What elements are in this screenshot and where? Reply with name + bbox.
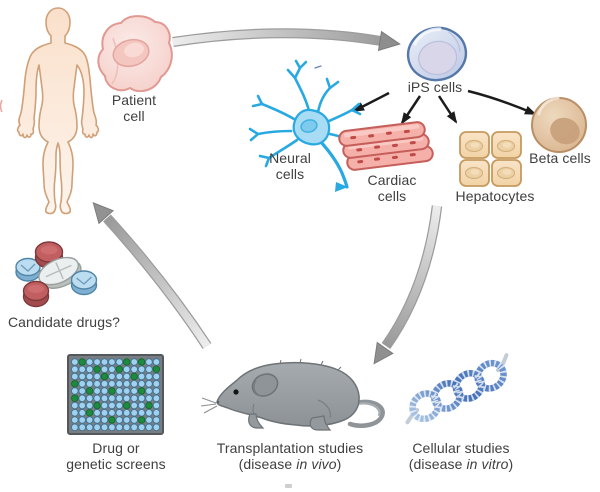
arrow-to-cardiac-cells: [400, 95, 422, 125]
patient-cell-label: Patient cell: [111, 92, 157, 124]
cellular-studies-label: Cellular studies (disease in vitro): [408, 440, 514, 472]
edge-artifact: [0, 99, 3, 113]
candidate-drugs-label: Candidate drugs?: [7, 314, 121, 330]
candidate-drug-pills-icon: [15, 241, 98, 308]
ips-to-studies-arrow: [373, 205, 443, 365]
differentiation-arrows: [352, 89, 537, 125]
drug-screens-label: Drug or genetic screens: [66, 440, 166, 472]
beta-cell-icon: [531, 96, 587, 153]
arrow-to-hepatocytes: [437, 95, 458, 124]
transplantation-studies-label: Transplantation studies (disease in vivo…: [216, 440, 364, 472]
dna-helix-icon: [405, 353, 509, 425]
neural-cells-label: Neural cells: [269, 150, 311, 182]
beta-cells-label: Beta cells: [529, 150, 591, 166]
studies-to-patient-arrow: [92, 202, 212, 349]
cardiac-cells-label: Cardiac cells: [367, 172, 417, 204]
arrow-to-neural-cells: [352, 91, 390, 113]
neural-cell-icon: [248, 59, 363, 192]
cardiac-muscle-icon: [338, 121, 434, 171]
skin-cell-icon: [97, 15, 173, 93]
ips-cells-label: iPS cells: [407, 79, 463, 95]
patient-silhouette-icon: [16, 7, 100, 215]
arrow-to-beta-cells: [467, 89, 537, 116]
microplate-wells: [71, 358, 161, 431]
screening-microplate-icon: [67, 354, 164, 435]
hepatocytes-label: Hepatocytes: [455, 188, 535, 204]
speck-artifact: [314, 65, 322, 69]
hepatocyte-cells-icon: [459, 131, 522, 187]
ips-stem-cell-icon: [406, 26, 468, 82]
reprogramming-arrow: [172, 28, 401, 52]
page-artifact: [285, 484, 292, 488]
lab-mouse-icon: [200, 358, 385, 431]
